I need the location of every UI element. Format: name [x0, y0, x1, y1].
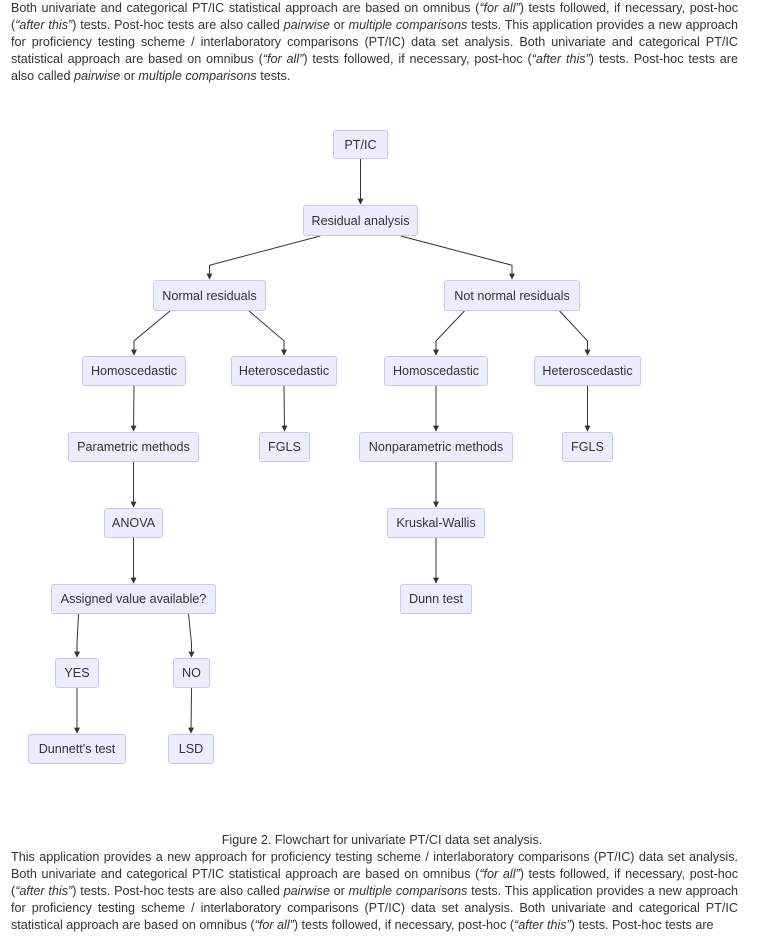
paragraph-text: ) tests followed, if necessary, post-hoc…: [11, 1, 738, 32]
node-normal-residuals: Normal residuals: [153, 280, 266, 311]
node-anova: ANOVA: [104, 508, 163, 538]
emphasis-text: pairwise: [283, 18, 330, 32]
edge-notnormal-to-hetero_r: [559, 310, 591, 356]
paragraph-text: or: [120, 69, 139, 83]
edge-assigned-to-yes: [74, 613, 80, 658]
intro-paragraph: Both univariate and categorical PT/IC st…: [11, 0, 738, 85]
node-pt-ic: PT/IC: [333, 130, 388, 159]
emphasis-text: “for all”: [262, 52, 304, 66]
node-dunn-test: Dunn test: [400, 584, 472, 614]
paragraph-text: tests.: [256, 69, 291, 83]
paragraph-text: Both univariate and categorical PT/IC st…: [11, 1, 480, 15]
paragraph-text: ) tests. Post-hoc tests are also called: [72, 18, 284, 32]
paragraph-text: This application provides a new approach…: [11, 850, 738, 881]
paragraph-text: ) tests. Post-hoc tests are also called: [72, 884, 284, 898]
body-paragraph: This application provides a new approach…: [11, 849, 738, 934]
edge-homo_l-to-parametric: [130, 385, 137, 432]
node-assigned-value-available: Assigned value available?: [51, 584, 216, 614]
paragraph-text: ) tests followed, if necessary, post-hoc…: [11, 867, 738, 898]
node-lsd: LSD: [168, 734, 214, 764]
emphasis-text: pairwise: [283, 884, 330, 898]
emphasis-text: pairwise: [74, 69, 121, 83]
paragraph-text: ) tests followed, if necessary, post-hoc…: [303, 52, 532, 66]
edge-notnormal-to-homo_r: [433, 310, 465, 356]
paragraph-text: tests. This application provides a new a…: [11, 18, 738, 66]
paragraph-text: ) tests. Post-hoc tests are: [570, 918, 714, 932]
edge-residual-to-notnormal: [400, 235, 515, 280]
emphasis-text: “after this”: [15, 884, 73, 898]
emphasis-text: “for all”: [479, 867, 520, 881]
flowchart-diagram: [74, 159, 591, 734]
node-heteroscedastic-right: Heteroscedastic: [534, 356, 641, 386]
node-kruskal-wallis: Kruskal-Wallis: [387, 508, 485, 538]
figure-caption: Figure 2. Flowchart for univariate PT/CI…: [221, 833, 543, 847]
paragraph-text: tests. This application provides a new a…: [11, 884, 738, 932]
emphasis-text: multiple comparisons: [138, 69, 257, 83]
edge-assigned-to-no: [188, 613, 195, 658]
emphasis-text: “after this”: [531, 52, 590, 66]
emphasis-text: multiple comparisons: [348, 18, 468, 32]
paragraph-text: ) tests followed, if necessary, post-hoc…: [293, 918, 515, 932]
node-fgls-right: FGLS: [562, 432, 613, 462]
paragraph-text: or: [329, 884, 349, 898]
emphasis-text: “after this”: [15, 18, 73, 32]
node-no: NO: [173, 658, 210, 688]
node-heteroscedastic-left: Heteroscedastic: [231, 356, 337, 386]
edge-no-to-lsd: [188, 687, 195, 734]
flowchart-edges: [74, 159, 591, 734]
emphasis-text: “for all”: [479, 1, 520, 15]
node-dunnetts-test: Dunnett's test: [28, 734, 126, 764]
node-parametric-methods: Parametric methods: [68, 432, 199, 462]
node-homoscedastic-right: Homoscedastic: [384, 356, 488, 386]
edge-normal-to-homo_l: [131, 310, 171, 356]
edge-residual-to-normal: [206, 235, 321, 280]
node-yes: YES: [55, 658, 99, 688]
node-homoscedastic-left: Homoscedastic: [82, 356, 186, 386]
paragraph-text: or: [329, 18, 349, 32]
emphasis-text: “for all”: [254, 918, 294, 932]
edge-normal-to-hetero_l: [248, 310, 287, 356]
paragraph-text: ) tests. Post-hoc tests are also called: [11, 52, 738, 83]
edge-hetero_l-to-fgls_l: [281, 385, 288, 432]
node-residual-analysis: Residual analysis: [303, 205, 418, 236]
emphasis-text: multiple comparisons: [348, 884, 468, 898]
emphasis-text: “after this”: [514, 918, 571, 932]
node-nonparametric-methods: Nonparametric methods: [359, 432, 513, 462]
node-not-normal-residuals: Not normal residuals: [444, 280, 580, 311]
node-fgls-left: FGLS: [259, 432, 310, 462]
